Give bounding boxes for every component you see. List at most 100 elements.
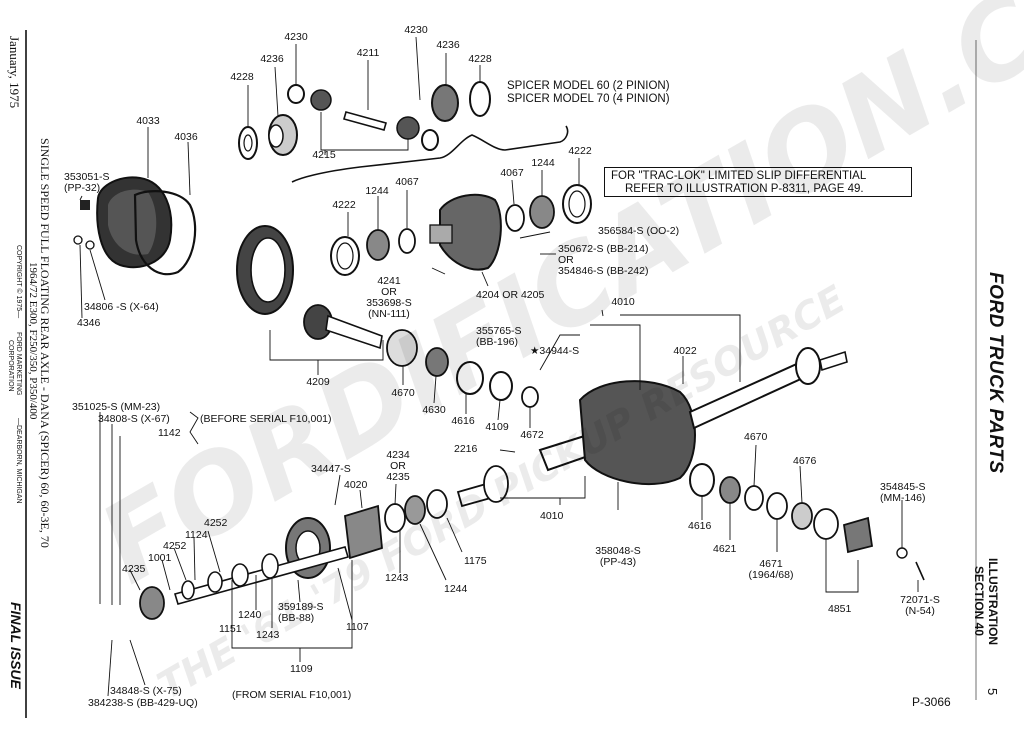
callout-4252-lower: 4252: [163, 540, 187, 552]
callout-4230-left: 4230: [284, 31, 308, 43]
callout-4234-or-4235: 4234 OR 4235: [386, 449, 410, 483]
bearing-4621: [719, 476, 741, 504]
left-spindle-end: [456, 465, 509, 508]
callout-4022: 4022: [673, 345, 697, 357]
spicer-model-text: SPICER MODEL 60 (2 PINION) SPICER MODEL …: [507, 80, 670, 106]
callout-4211: 4211: [356, 47, 380, 59]
differential-group-bracket: [291, 125, 569, 183]
location-text: —DEARBORN, MICHIGAN: [15, 418, 22, 504]
callout-4671: 4671 (1964/68): [748, 558, 794, 581]
spicer-line-1: SPICER MODEL 60 (2 PINION): [507, 80, 670, 92]
callout-1001: 1001: [148, 552, 172, 564]
pinion-bearing-4630: [425, 347, 449, 377]
callout-359189-S: 359189-S (BB-88): [278, 601, 324, 624]
callout-4236-left: 4236: [260, 53, 284, 65]
final-issue-text: FINAL ISSUE: [8, 602, 24, 689]
side-gear-4236-left: [268, 114, 298, 156]
seal-1175: [426, 489, 448, 519]
callout-72071-S: 72071-S (N-54): [900, 594, 940, 617]
cover-gasket-4036: [133, 190, 197, 276]
callout-4670-right: 4670: [744, 431, 768, 443]
callout-354845-S: 354845-S (MM-146): [880, 481, 926, 504]
callout-4010-bottom: 4010: [540, 510, 564, 522]
callout-351025-S: 351025-S (MM-23): [72, 401, 161, 413]
differential-case-4204: [429, 193, 502, 271]
bearing-cup-4222-right: [562, 184, 592, 224]
callout-4630: 4630: [422, 404, 446, 416]
drive-pinion-4209: [303, 304, 383, 350]
washer-1243: [384, 503, 406, 533]
side-gear-thrust-washer-4228-left: [238, 126, 258, 160]
callout-1124: 1124: [185, 529, 208, 541]
shim-4670-right: [744, 485, 764, 511]
washers-left-group: [181, 553, 279, 600]
title-line-2: 1964/72 E300, F250/350, P350/400: [27, 262, 39, 420]
leader-lines: [79, 36, 919, 697]
shim-4067-left: [398, 228, 416, 254]
side-gear-4236-right: [431, 81, 491, 122]
callout-4616-right: 4616: [688, 520, 712, 532]
callout-4067-right: 4067: [500, 167, 524, 179]
callout-1109: 1109: [290, 663, 313, 675]
callout-1243-left: 1243: [256, 629, 280, 641]
pinion-shaft-4211: [343, 111, 387, 131]
bearing-1244-right: [529, 195, 555, 229]
pinion-gear-4215-right: [396, 116, 439, 151]
callout-4241: 4241 OR 353698-S (NN-111): [366, 275, 412, 320]
callout-4204-or-4205: 4204 OR 4205: [476, 289, 545, 301]
page-number: 5: [985, 688, 1000, 696]
section-text: SECTION 40: [972, 566, 986, 637]
callout-4209: 4209: [306, 376, 330, 388]
callout-34806-S: 34806 -S (X-64): [84, 301, 159, 313]
pinion-gear-4215-left: [287, 84, 332, 111]
callout-34848-S: 34848-S (X-75): [110, 685, 182, 697]
filler-plug-353051-S: [80, 200, 90, 210]
callout-1107: 1107: [346, 621, 369, 633]
callout-4010-top: 4010: [611, 296, 635, 308]
callout-350672-S: 350672-S (BB-214) OR 354846-S (BB-242): [558, 243, 649, 277]
callout-4346: 4346: [77, 317, 101, 329]
corp-line-2: CORPORATION: [7, 340, 14, 392]
callout-4222-right: 4222: [568, 145, 592, 157]
pinion-shim-4670: [386, 329, 418, 367]
callout-1151: 1151: [219, 623, 242, 635]
callout-384238-S: 384238-S (BB-429-UQ): [88, 697, 198, 709]
deflector-4671: [766, 492, 788, 520]
callout-1244-outer: 1244: [444, 583, 468, 595]
before-serial-note: (BEFORE SERIAL F10,001): [200, 413, 332, 425]
callout-4020: 4020: [344, 479, 368, 491]
housing-cover-4033: [96, 176, 173, 269]
date-text: January, 1975: [7, 36, 22, 109]
bearing-1244-left: [366, 229, 390, 261]
callout-1244-right: 1244: [531, 157, 555, 169]
shim-4109: [489, 371, 513, 401]
callout-4616-left: 4616: [451, 415, 475, 427]
callout-34808-S: 34808-S (X-67): [98, 413, 170, 425]
callout-4672: 4672: [520, 429, 544, 441]
corp-line-1: FORD MARKETING: [15, 332, 22, 396]
callout-355765-S: 355765-S (BB-196): [476, 325, 522, 348]
callout-34944-S: ★34944-S: [530, 345, 580, 357]
shim-4672: [521, 386, 539, 408]
hub-spacer-4020: [344, 504, 383, 560]
figure-id: P-3066: [912, 695, 951, 709]
callout-4621: 4621: [713, 543, 737, 555]
callout-4228-right: 4228: [468, 53, 492, 65]
note-line-1: FOR "TRAC-LOK" LIMITED SLIP DIFFERENTIAL: [611, 170, 867, 182]
ford-truck-parts-text: FORD TRUCK PARTS: [985, 272, 1006, 474]
title-line-1: SINGLE SPEED FULL FLOATING REAR AXLE - D…: [38, 138, 52, 548]
shim-4067-right: [505, 204, 525, 232]
callout-4036: 4036: [174, 131, 198, 143]
callout-4851: 4851: [828, 603, 852, 615]
spicer-line-2: SPICER MODEL 70 (4 PINION): [507, 93, 670, 105]
nut-354845-S: [896, 547, 908, 559]
bearing-cup-4222-left: [330, 236, 360, 276]
trac-lok-note-box: FOR "TRAC-LOK" LIMITED SLIP DIFFERENTIAL…: [604, 167, 912, 197]
bearing-1244-outer: [404, 495, 426, 525]
callout-4235: 4235: [122, 563, 146, 575]
callout-4676: 4676: [793, 455, 817, 467]
callout-1244-left: 1244: [365, 185, 389, 197]
callout-353051-S: 353051-S (PP-32): [64, 171, 110, 194]
